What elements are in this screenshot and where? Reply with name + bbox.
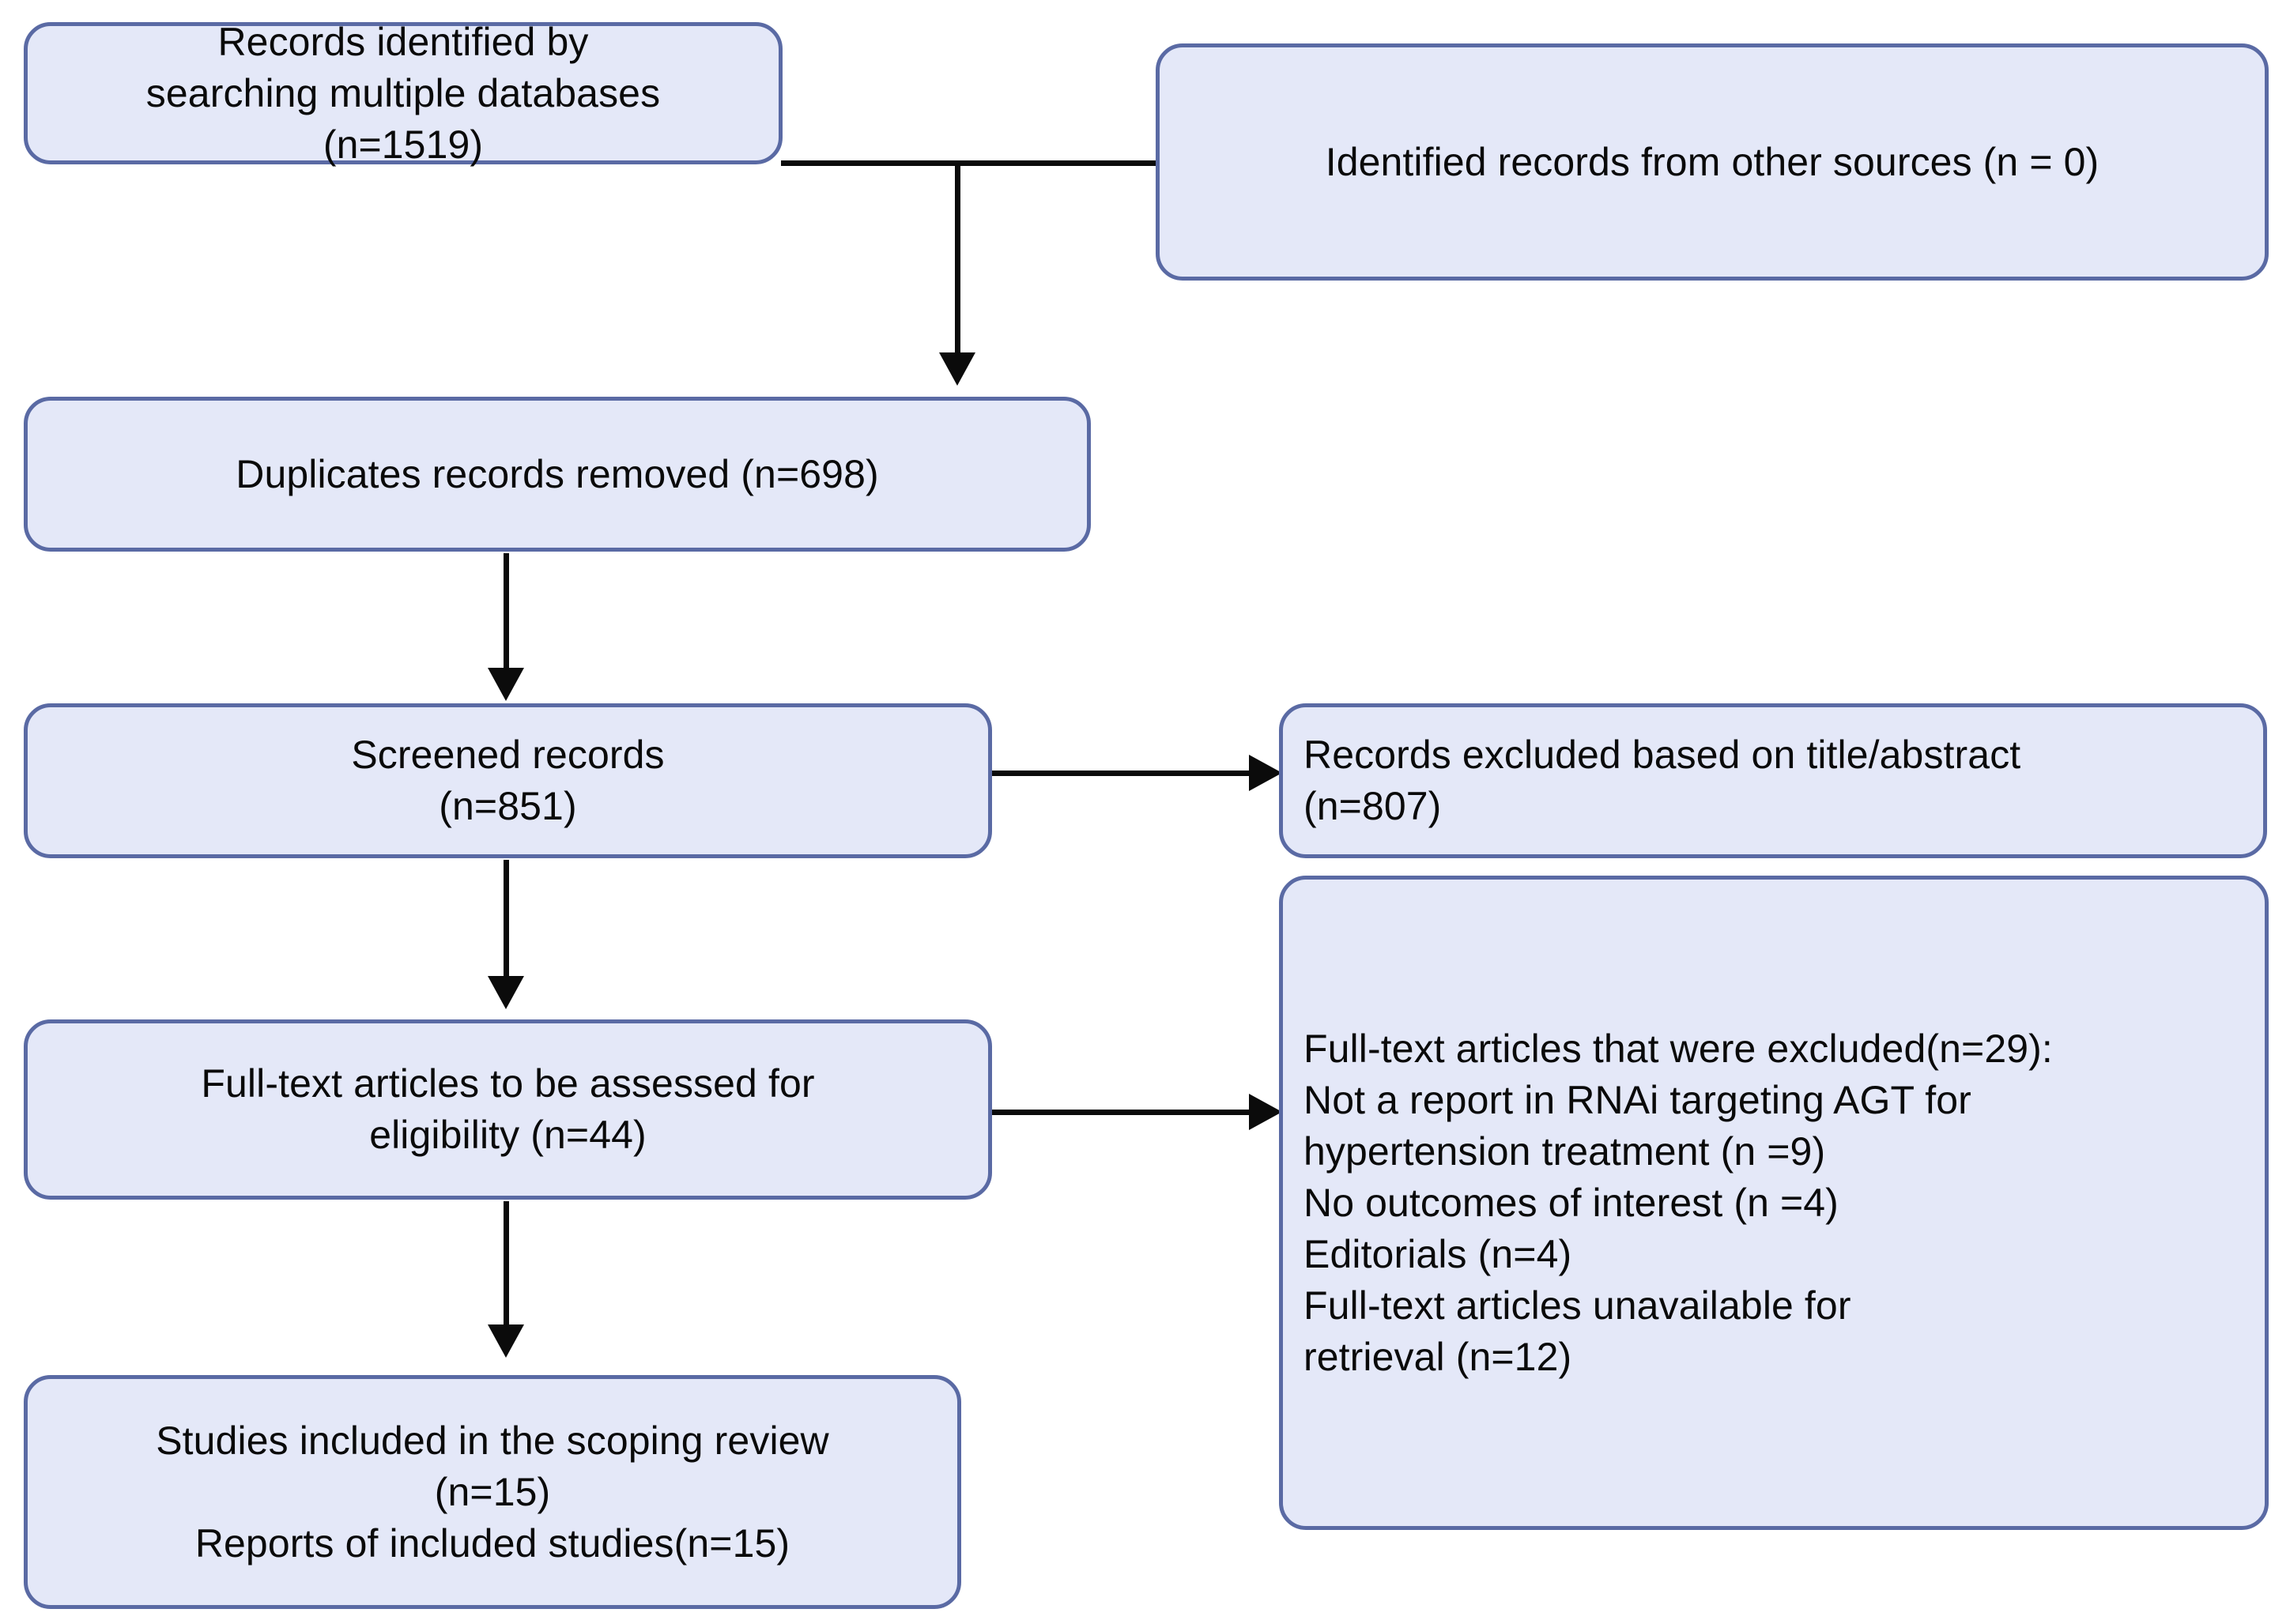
node-screened-records: Screened records (n=851) xyxy=(24,703,992,858)
connector-identified-to-other-sources xyxy=(781,160,1160,166)
node-fulltext-excluded-label: Full-text articles that were excluded(n=… xyxy=(1303,1026,2053,1379)
connector-identified-to-duplicates-stem xyxy=(955,160,960,354)
node-fulltext-assessed: Full-text articles to be assessed for el… xyxy=(24,1019,992,1200)
node-screened-records-label: Screened records (n=851) xyxy=(351,733,665,828)
node-fulltext-assessed-label: Full-text articles to be assessed for el… xyxy=(201,1061,815,1157)
node-records-identified-label: Records identified by searching multiple… xyxy=(145,19,661,167)
node-fulltext-excluded: Full-text articles that were excluded(n=… xyxy=(1279,876,2269,1530)
connector-fulltext-to-excluded-stem xyxy=(992,1110,1253,1115)
node-records-excluded-title-abstract-label: Records excluded based on title/abstract… xyxy=(1303,733,2021,828)
connector-screened-to-fulltext-stem xyxy=(504,860,509,978)
connector-screened-to-excluded-arrowhead xyxy=(1249,755,1282,791)
node-duplicates-removed: Duplicates records removed (n=698) xyxy=(24,397,1091,552)
connector-duplicates-to-screened-arrowhead xyxy=(488,668,524,701)
connector-fulltext-to-included-arrowhead xyxy=(488,1324,524,1358)
connector-fulltext-to-excluded-arrowhead xyxy=(1249,1094,1282,1130)
node-studies-included-label: Studies included in the scoping review (… xyxy=(156,1418,829,1566)
connector-screened-to-fulltext-arrowhead xyxy=(488,976,524,1009)
connector-duplicates-to-screened-stem xyxy=(504,553,509,670)
node-records-excluded-title-abstract: Records excluded based on title/abstract… xyxy=(1279,703,2267,858)
node-duplicates-removed-label: Duplicates records removed (n=698) xyxy=(236,451,879,496)
node-studies-included: Studies included in the scoping review (… xyxy=(24,1375,961,1609)
node-records-other-sources: Identified records from other sources (n… xyxy=(1156,43,2269,281)
connector-fulltext-to-included-stem xyxy=(504,1201,509,1328)
connector-screened-to-excluded-stem xyxy=(992,771,1253,776)
connector-identified-to-duplicates-arrowhead xyxy=(939,352,975,386)
node-records-identified: Records identified by searching multiple… xyxy=(24,20,783,167)
node-records-other-sources-label: Identified records from other sources (n… xyxy=(1325,139,2099,184)
